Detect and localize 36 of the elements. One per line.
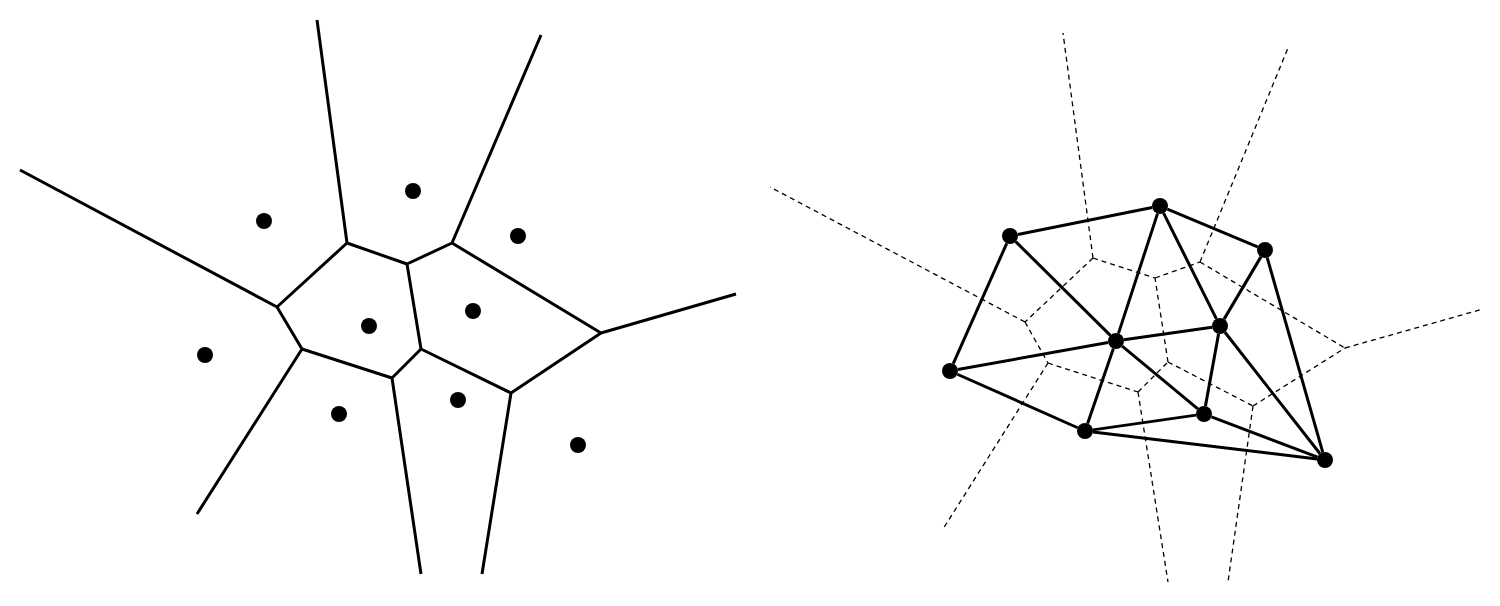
point-marker (331, 406, 347, 422)
edge-line (1017, 206, 1153, 236)
point-marker (450, 392, 466, 408)
edge-line (1223, 331, 1322, 455)
edge-line (1092, 430, 1318, 461)
point-marker (197, 347, 213, 363)
edge-line (1092, 413, 1197, 432)
edge-line (1210, 415, 1319, 459)
point-marker (1196, 406, 1212, 422)
point-marker (1152, 198, 1168, 214)
edge-line (1203, 333, 1221, 407)
edge-line (1117, 213, 1159, 334)
point-marker (942, 363, 958, 379)
point-marker (570, 437, 586, 453)
edge-line (1123, 325, 1213, 342)
point-marker (1108, 333, 1124, 349)
point-marker (465, 303, 481, 319)
point-marker (1002, 228, 1018, 244)
edge-line (1265, 257, 1325, 453)
point-marker (1317, 452, 1333, 468)
edge-line (1014, 240, 1112, 337)
edge-line (957, 340, 1109, 372)
point-marker (1077, 423, 1093, 439)
edge-line (1166, 207, 1259, 249)
edge-line (1086, 348, 1115, 424)
point-marker (361, 318, 377, 334)
point-marker (510, 228, 526, 244)
point-marker (405, 183, 421, 199)
edge-line (1222, 256, 1263, 320)
point-marker (256, 213, 272, 229)
point-marker (1212, 318, 1228, 334)
point-marker (1257, 242, 1273, 258)
edge-line (1121, 344, 1199, 411)
edge-line (951, 242, 1009, 365)
edge-line (1162, 212, 1218, 320)
edge-line (956, 372, 1079, 430)
